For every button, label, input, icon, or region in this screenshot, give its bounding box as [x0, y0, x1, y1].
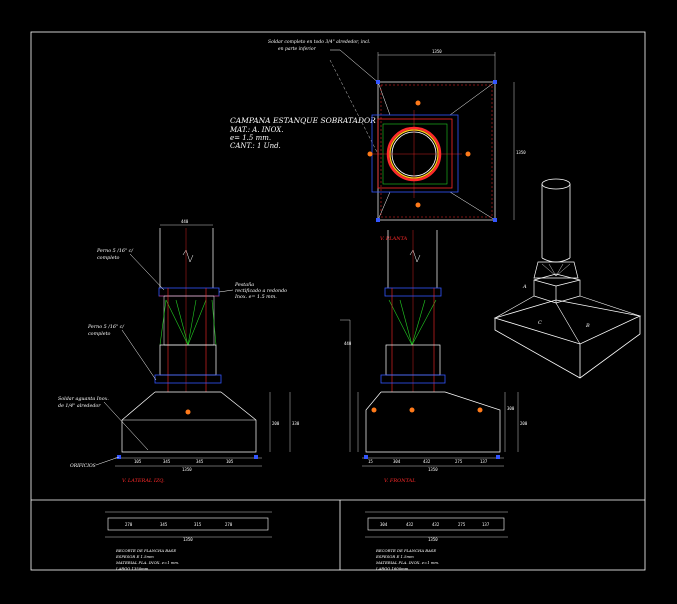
svg-text:275: 275 — [455, 459, 463, 464]
svg-text:270: 270 — [125, 522, 133, 527]
svg-text:1350: 1350 — [183, 537, 193, 542]
frontal-view: 440 300 200 15 304 432 275 137 1350 V. FRO… — [340, 230, 528, 484]
bottom-right-note-2: ESPESOR E 1.5mm — [375, 554, 414, 559]
iso-label-a: A — [522, 284, 527, 290]
svg-text:315: 315 — [194, 522, 202, 527]
svg-text:200: 200 — [272, 421, 280, 426]
label-frontal-view: V. FRONTAL — [384, 478, 416, 484]
svg-text:300: 300 — [507, 406, 515, 411]
svg-text:304: 304 — [393, 459, 401, 464]
note-solder-top-1: Soldar completo en todo 3/4" alrededor, … — [268, 39, 371, 45]
svg-text:432: 432 — [432, 522, 440, 527]
svg-text:440: 440 — [181, 219, 189, 224]
bottom-left-note-1: RECORTE DE PLANCHA BASE — [115, 548, 176, 553]
svg-text:137: 137 — [482, 522, 490, 527]
note-perno-upper-1: Perno 5 /16" c/ — [96, 248, 133, 254]
bottom-right-cut: 304 432 432 275 137 1350 RECORTE DE PLANCH… — [365, 511, 508, 571]
svg-text:345: 345 — [163, 459, 171, 464]
svg-text:330: 330 — [292, 421, 300, 426]
bottom-left-cut: 270 345 315 270 1350 RECORTE DE PLANCHA BA… — [105, 511, 272, 571]
bottom-left-note-3: MATERIAL PLA. INOX. e=1 mm. — [115, 560, 179, 565]
lateral-view: 440 105 345 345 105 1350 — [58, 219, 300, 484]
bottom-right-note-1: RECORTE DE PLANCHA BASE — [375, 548, 436, 553]
svg-text:200: 200 — [520, 421, 528, 426]
svg-text:1350: 1350 — [432, 49, 442, 54]
plan-view: 1350 1350 V. PLANTA — [367, 49, 526, 242]
label-lateral-view: V. LATERAL IZQ. — [122, 478, 165, 484]
note-soldar-bottom-1: Soldar aguanta Inox. — [58, 396, 109, 402]
svg-text:15: 15 — [368, 459, 373, 464]
iso-label-b: B — [585, 323, 590, 329]
leader-solder-top — [330, 49, 381, 85]
svg-text:304: 304 — [380, 522, 388, 527]
bottom-left-note-4: LARGO 1350mm — [115, 566, 149, 571]
note-pestana-3: Inox. e= 1.5 mm. — [234, 294, 277, 300]
note-perno-upper-2: completo — [97, 255, 119, 261]
svg-text:432: 432 — [423, 459, 431, 464]
drawing-frame — [30, 31, 646, 571]
iso-view: A C B — [493, 178, 642, 379]
bottom-right-note-3: MATERIAL PLA. INOX. e=1 mm. — [375, 560, 439, 565]
iso-label-c: C — [538, 320, 542, 326]
svg-text:137: 137 — [480, 459, 488, 464]
svg-text:105: 105 — [134, 459, 142, 464]
svg-text:345: 345 — [160, 522, 168, 527]
title-block: CAMPANA ESTANQUE SOBRATADOR MAT.: A. INO… — [229, 116, 376, 150]
note-solder-top-2: en parte inferior — [278, 46, 317, 52]
svg-text:432: 432 — [406, 522, 414, 527]
svg-text:1350: 1350 — [428, 537, 438, 542]
bottom-right-note-4: LARGO 1600mm — [375, 566, 409, 571]
note-perno-lower-2: completo — [88, 331, 110, 337]
leader-dashed-top — [329, 59, 379, 155]
svg-text:1350: 1350 — [182, 467, 192, 472]
label-plan-view: V. PLANTA — [380, 236, 408, 242]
svg-text:1350: 1350 — [516, 150, 526, 155]
note-pestana-1: Pestaña — [234, 281, 254, 288]
bottom-left-note-2: ESPESOR E 1.5mm — [115, 554, 154, 559]
title-line-1: CAMPANA ESTANQUE SOBRATADOR — [230, 116, 376, 125]
note-perno-lower-1: Perno 5 /16" c/ — [87, 324, 124, 330]
svg-text:1350: 1350 — [428, 467, 438, 472]
svg-text:440: 440 — [344, 341, 352, 346]
title-line-4: CANT.: 1 Und. — [230, 142, 281, 150]
title-line-2: MAT.: A. INOX. — [229, 126, 284, 134]
svg-text:105: 105 — [226, 459, 234, 464]
note-orificios: ORIFICIOS — [70, 463, 96, 469]
note-soldar-bottom-2: de 1/4" alrededor — [58, 403, 101, 409]
svg-text:345: 345 — [196, 459, 204, 464]
note-pestana-2: rectificado a redondo — [235, 288, 287, 294]
title-line-3: e= 1.5 mm. — [230, 134, 271, 142]
svg-text:275: 275 — [458, 522, 466, 527]
svg-text:270: 270 — [225, 522, 233, 527]
